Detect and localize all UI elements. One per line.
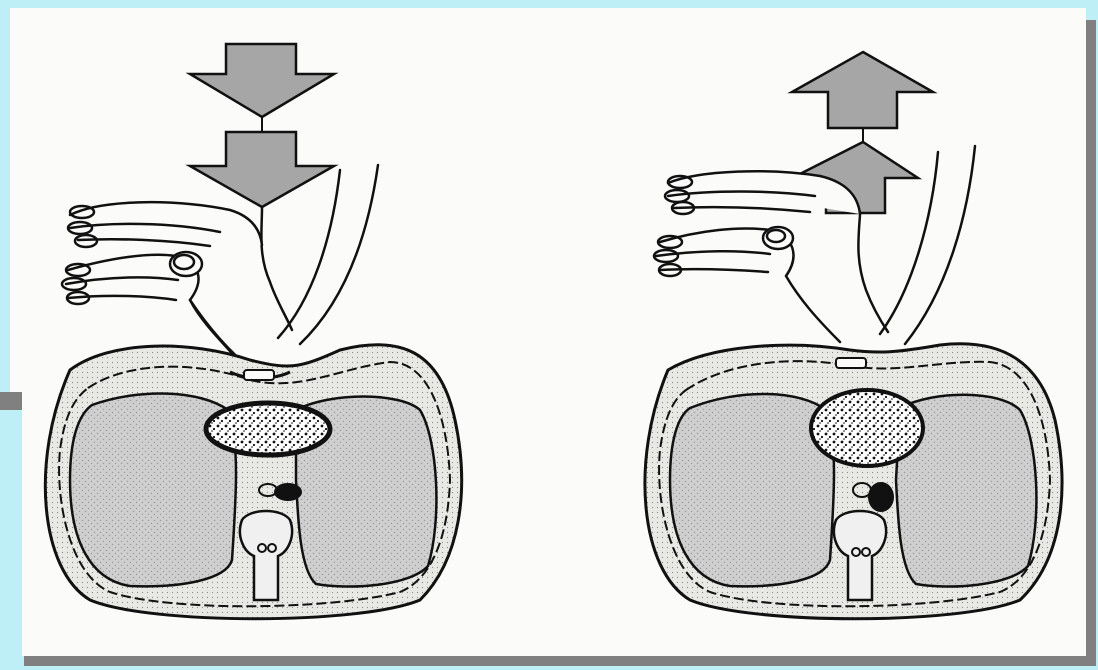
decompression-figure xyxy=(645,52,1062,619)
down-arrow-upper xyxy=(190,44,334,117)
thorax-cross-section-expanded xyxy=(645,344,1062,619)
down-arrow-lower xyxy=(190,132,334,207)
rescuer-hands-left xyxy=(62,165,378,370)
rescuer-hands-right xyxy=(654,146,975,344)
thorax-cross-section-compressed xyxy=(45,345,461,619)
up-arrow-upper xyxy=(792,52,933,128)
compression-figure xyxy=(45,44,461,619)
